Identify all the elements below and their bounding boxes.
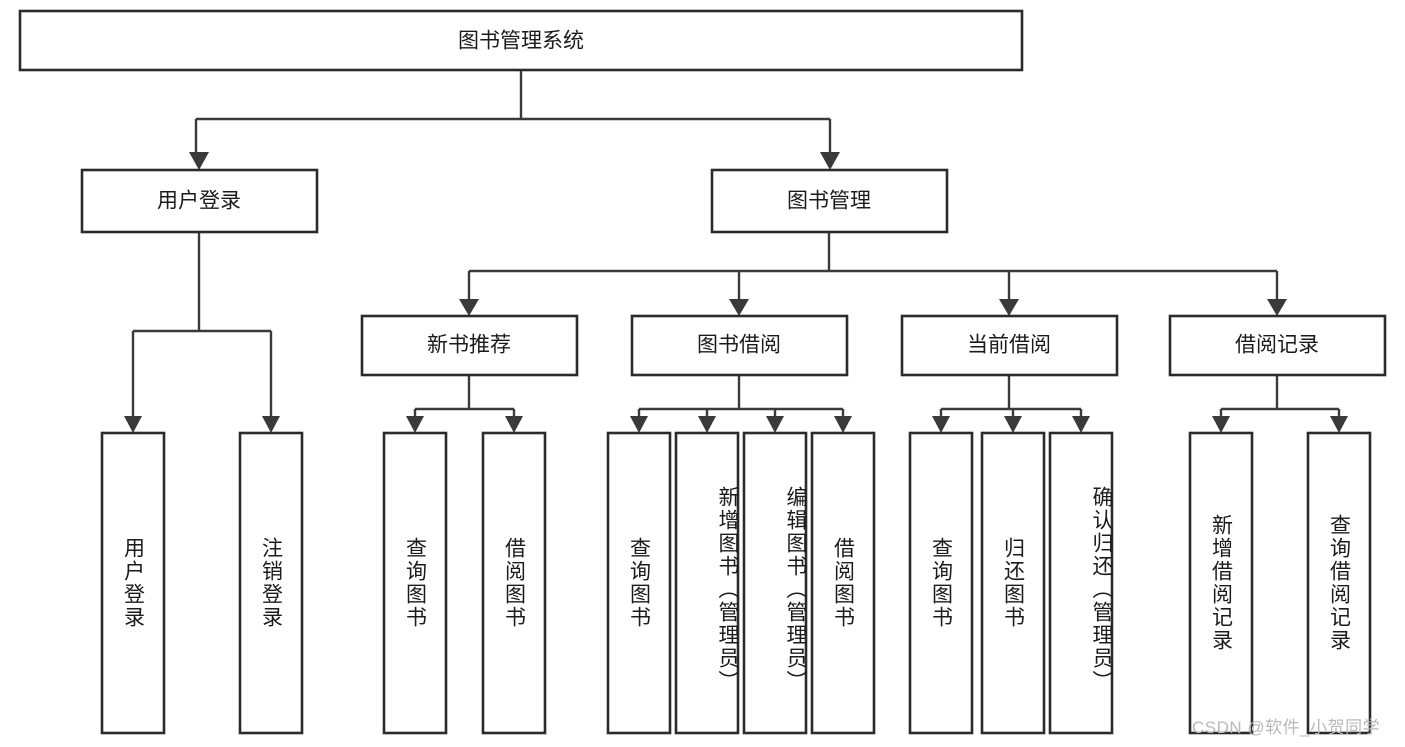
node-leaf-add-book-box[interactable] [674, 431, 740, 735]
arrow-to-leaf-query-record [1330, 416, 1348, 433]
arrow-to-borrow-record [1267, 299, 1287, 316]
node-leaf-borrow-book-2-box[interactable] [810, 431, 876, 735]
arrow-to-leaf-borrow-book-2 [834, 416, 852, 433]
arrow-to-leaf-borrow-book-1 [505, 416, 523, 433]
connector-bookmanage-to-level3 [467, 232, 1279, 301]
arrow-to-leaf-edit-book [766, 416, 784, 433]
node-borrow-record-box[interactable] [1168, 314, 1387, 377]
connector-layer [131, 70, 1341, 418]
node-new-book-rec-label: 新书推荐 [427, 334, 511, 357]
node-leaf-return-book-box[interactable] [980, 431, 1046, 735]
arrowhead-layer [124, 152, 1348, 433]
node-book-borrow-box[interactable] [630, 314, 849, 377]
connector-currentborrow-to-leaves [939, 375, 1083, 418]
node-leaf-user-login-box[interactable] [100, 431, 166, 735]
connector-borrowrecord-to-leaves [1219, 375, 1341, 418]
connector-userlogin-to-leaves [131, 232, 273, 418]
node-book-borrow-label: 图书借阅 [697, 334, 781, 357]
node-leaf-query-book-2-box[interactable] [606, 431, 672, 735]
node-leaf-confirm-return-box[interactable] [1048, 431, 1114, 735]
node-current-borrow-label: 当前借阅 [967, 334, 1051, 357]
node-leaf-query-book-3-box[interactable] [908, 431, 974, 735]
node-new-book-rec-box[interactable] [360, 314, 579, 377]
connector-newbook-to-leaves [413, 375, 516, 418]
node-leaf-add-record-box[interactable] [1188, 431, 1254, 735]
node-root-label: 图书管理系统 [458, 30, 584, 53]
arrow-to-current-borrow [999, 299, 1019, 316]
arrow-to-leaf-add-record [1212, 416, 1230, 433]
arrow-to-user-login [189, 152, 209, 170]
arrow-to-leaf-return-book [1004, 416, 1022, 433]
csdn-watermark: CSDN @软件_小贺同学 [1192, 718, 1381, 737]
arrow-to-leaf-query-book-3 [932, 416, 950, 433]
arrow-to-new-book-rec [459, 299, 479, 316]
node-leaf-edit-book-box[interactable] [742, 431, 808, 735]
node-user-login-label: 用户登录 [157, 190, 241, 213]
arrow-to-leaf-user-logout [262, 416, 280, 433]
arrow-to-leaf-add-book [698, 416, 716, 433]
node-book-manage-label: 图书管理 [787, 190, 871, 213]
connector-bookborrow-to-leaves [637, 375, 845, 418]
node-leaf-user-logout-box[interactable] [238, 431, 304, 735]
arrow-to-leaf-confirm-return [1072, 416, 1090, 433]
arrow-to-leaf-query-book-1 [406, 416, 424, 433]
node-leaf-query-record-box[interactable] [1306, 431, 1372, 735]
node-layer: 图书管理系统 用户登录 图书管理 新书推荐 图书借阅 当前借阅 借阅记录 [18, 9, 1387, 735]
node-leaf-borrow-book-1-box[interactable] [481, 431, 547, 735]
arrow-to-leaf-query-book-2 [630, 416, 648, 433]
node-borrow-record-label: 借阅记录 [1235, 334, 1319, 357]
node-root-box[interactable] [18, 9, 1024, 72]
node-current-borrow-box[interactable] [900, 314, 1119, 377]
node-user-login-box[interactable] [80, 168, 319, 234]
arrow-to-book-borrow [729, 299, 749, 316]
connector-root-to-level2 [194, 70, 832, 155]
node-leaf-query-book-1-box[interactable] [382, 431, 448, 735]
arrow-to-leaf-user-login [124, 416, 142, 433]
node-book-manage-box[interactable] [710, 168, 949, 234]
arrow-to-book-manage [820, 152, 840, 170]
